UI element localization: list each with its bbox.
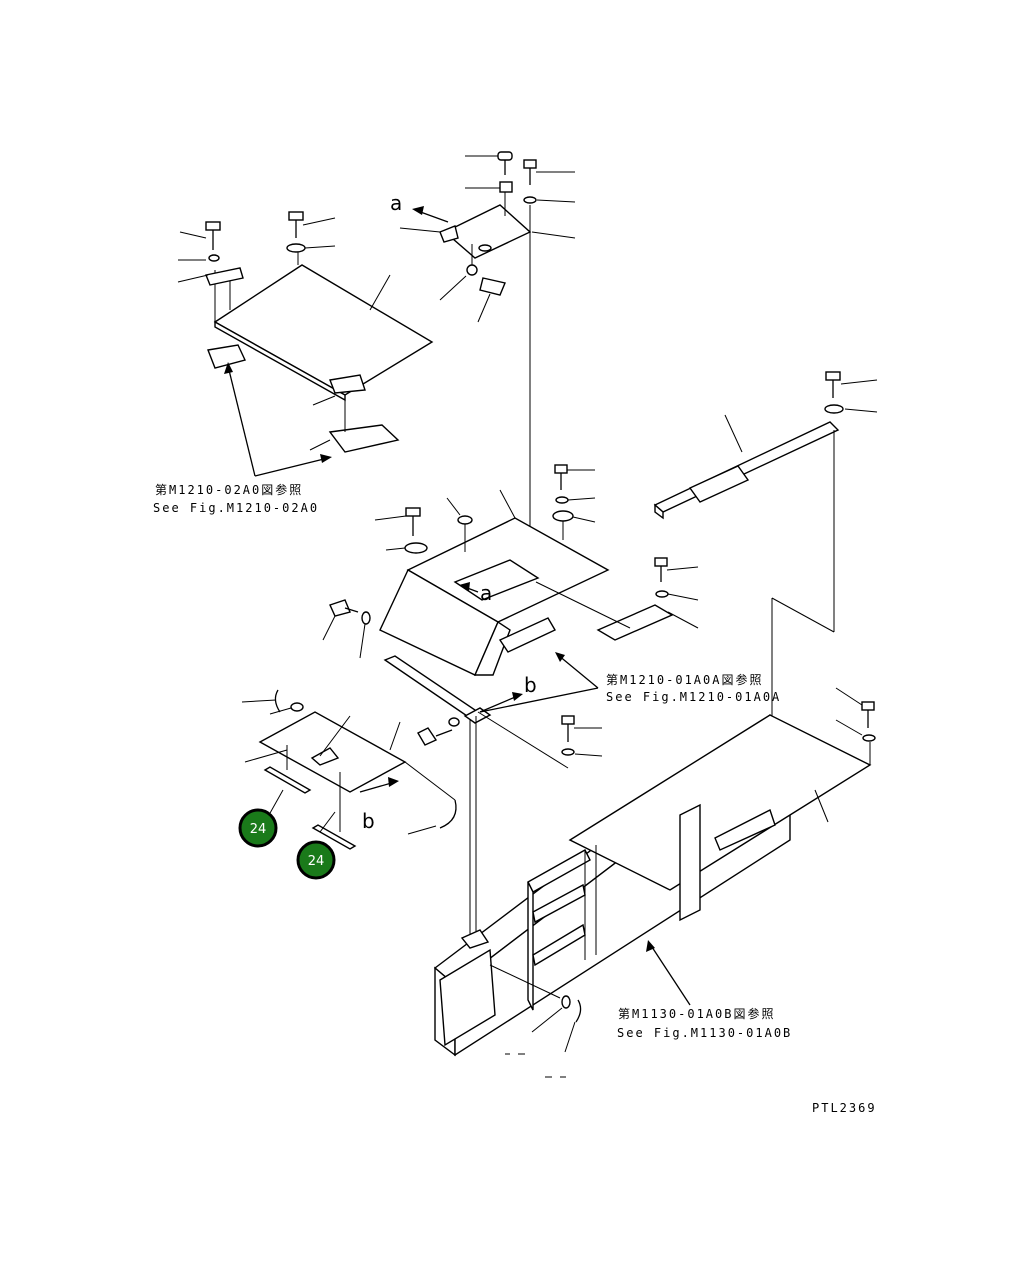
bottom-frame	[433, 687, 876, 1078]
top-left-floor-plate	[177, 211, 434, 477]
view-letter-a-top: a	[390, 191, 402, 215]
part-number-badge-2-text: 24	[308, 854, 325, 869]
part-number-badge-1: 24	[238, 808, 278, 848]
reference-jp-1: 第M1210-02A0図参照	[155, 482, 303, 497]
reference-jp-3: 第M1130-01A0B図参照	[618, 1006, 775, 1021]
view-letter-b-left: b	[362, 809, 375, 833]
right-cover-plate	[535, 371, 878, 718]
drawing-code: PTL2369	[812, 1101, 877, 1115]
reference-en-2: See Fig.M1210-01A0A	[606, 690, 781, 704]
part-number-badge-1-text: 24	[250, 822, 267, 837]
reference-jp-2: 第M1210-01A0A図参照	[606, 672, 763, 687]
view-letter-a-center: a	[480, 581, 492, 605]
center-seat-base	[322, 464, 610, 719]
reference-en-3: See Fig.M1130-01A0B	[617, 1026, 792, 1040]
reference-en-1: See Fig.M1210-02A0	[153, 501, 319, 515]
part-number-badge-2: 24	[296, 840, 336, 880]
left-access-plate	[241, 689, 457, 850]
view-letter-b-right: b	[524, 673, 537, 697]
b-bolt-assembly	[417, 652, 603, 940]
top-center-bracket	[399, 151, 576, 580]
